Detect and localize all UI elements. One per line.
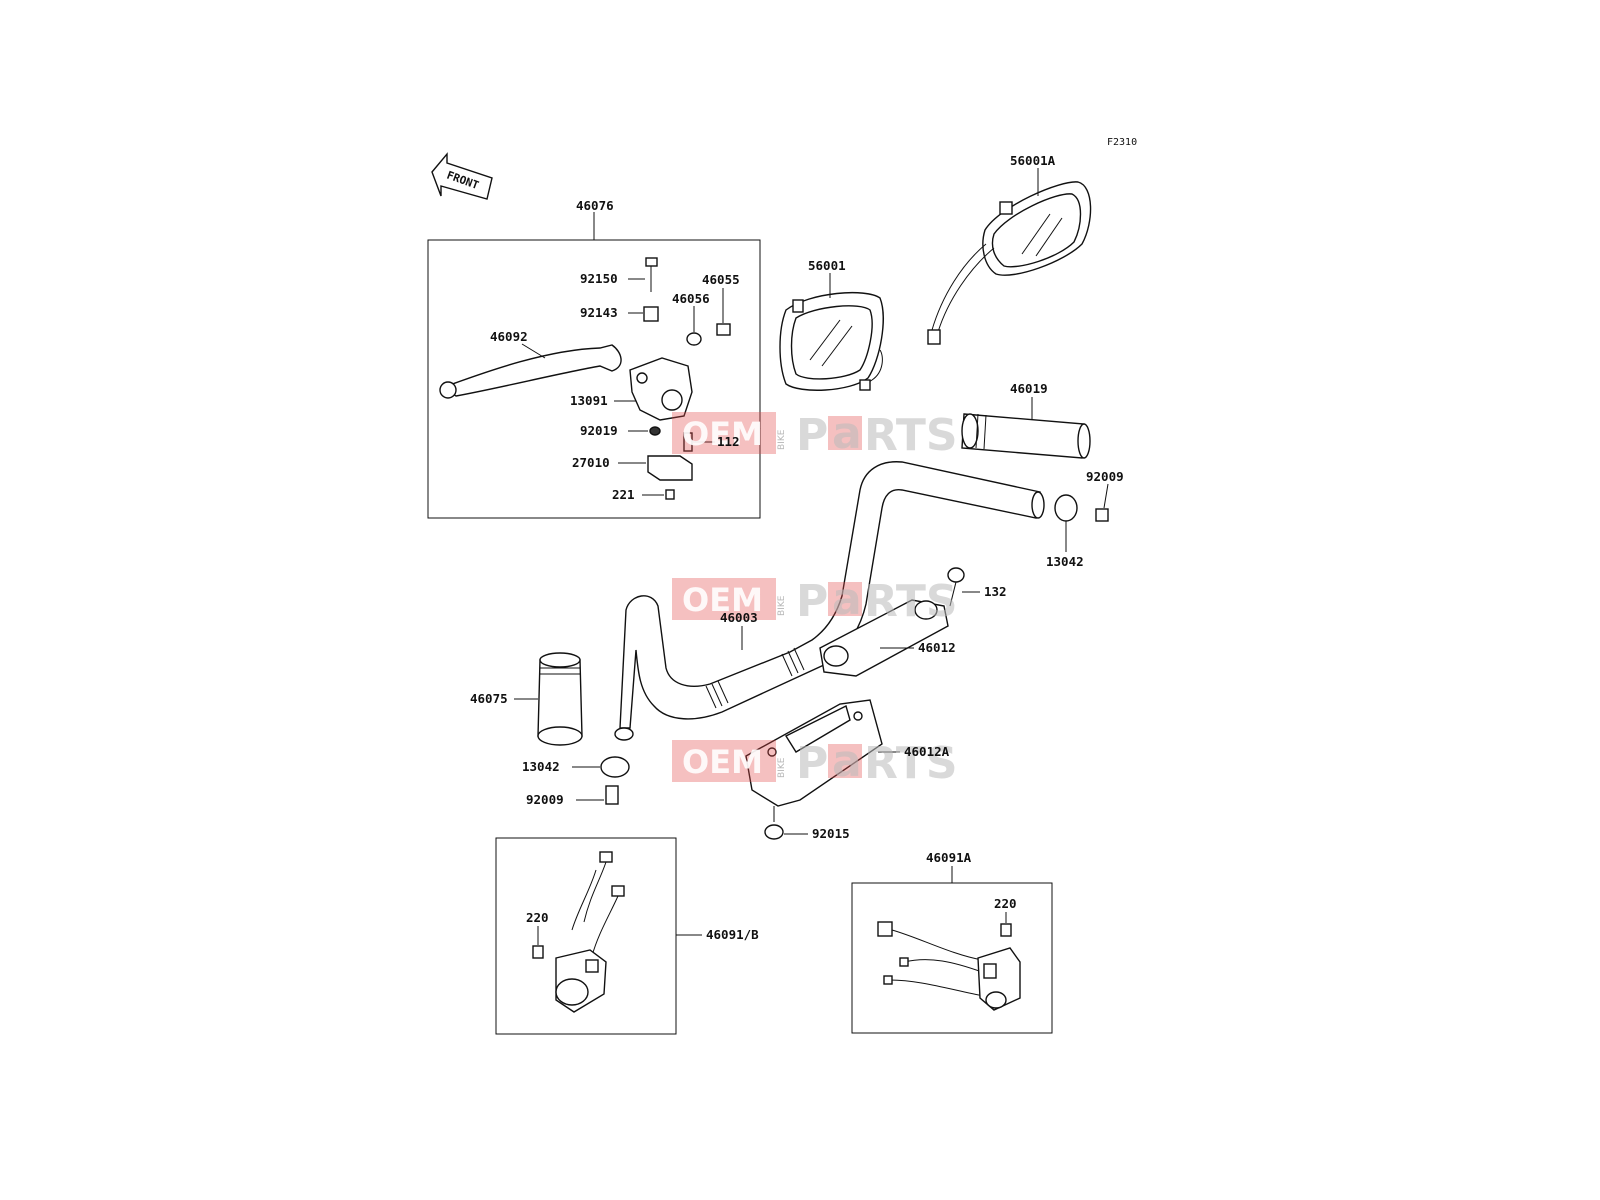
screw-220-right <box>1000 923 1012 937</box>
label-46091A: 46091A <box>926 850 972 865</box>
label-132: 132 <box>984 584 1007 599</box>
weight-13042-left <box>600 756 630 778</box>
screw-220-left <box>532 945 544 959</box>
watermark-middle: OEM BIKE P a RTS <box>672 574 958 627</box>
label-221: 221 <box>612 487 635 502</box>
switch-housing-46091B <box>555 851 625 1013</box>
watermark-bottom: OEM BIKE P a RTS <box>672 736 958 789</box>
svg-text:BIKE: BIKE <box>777 595 787 616</box>
label-92015: 92015 <box>812 826 850 841</box>
watermark-top: OEM BIKE P a RTS <box>672 408 958 461</box>
right-switch-box <box>851 882 1053 1034</box>
label-13042-right: 13042 <box>1046 554 1084 569</box>
label-220-left: 220 <box>526 910 549 925</box>
svg-text:a: a <box>832 574 862 625</box>
label-56001A: 56001A <box>1010 153 1056 168</box>
label-92009-left: 92009 <box>526 792 564 807</box>
svg-text:RTS: RTS <box>864 738 958 789</box>
label-92019: 92019 <box>580 423 618 438</box>
label-46003: 46003 <box>720 610 758 625</box>
screw-46055 <box>716 323 731 336</box>
label-46056: 46056 <box>672 291 710 306</box>
collar-92143 <box>643 306 659 322</box>
label-13042-left: 13042 <box>522 759 560 774</box>
label-92143: 92143 <box>580 305 618 320</box>
grip-46019 <box>961 413 1091 459</box>
label-112: 112 <box>717 434 740 449</box>
svg-text:P: P <box>796 410 828 461</box>
front-arrow-icon: FRONT <box>431 152 493 200</box>
label-27010: 27010 <box>572 455 610 470</box>
svg-text:RTS: RTS <box>864 410 958 461</box>
label-92150: 92150 <box>580 271 618 286</box>
nut-92019 <box>649 426 661 436</box>
mirror-56001A <box>927 181 1092 345</box>
left-switch-box <box>495 837 677 1035</box>
label-46055: 46055 <box>702 272 740 287</box>
label-220-right: 220 <box>994 896 1017 911</box>
mirror-56001 <box>779 291 884 391</box>
label-46019: 46019 <box>1010 381 1048 396</box>
grip-46075 <box>537 652 583 746</box>
switch-housing-46091A <box>877 921 1021 1011</box>
svg-text:a: a <box>832 736 862 787</box>
screw-92009-left <box>605 785 619 805</box>
clamp-46012 <box>819 599 949 677</box>
handlebar-46003 <box>614 461 1045 741</box>
screw-112 <box>683 432 693 452</box>
label-56001: 56001 <box>808 258 846 273</box>
label-46012A: 46012A <box>904 744 950 759</box>
svg-text:a: a <box>832 408 862 459</box>
brake-lever-46092 <box>442 344 622 397</box>
figure-ref: F2310 <box>1107 137 1137 148</box>
label-46012: 46012 <box>918 640 956 655</box>
bolt-92150 <box>645 257 658 292</box>
screw-92009-right <box>1095 508 1109 522</box>
nut-46056 <box>686 332 702 346</box>
lever-assembly-box <box>427 239 761 519</box>
svg-text:P: P <box>796 738 828 789</box>
label-46075: 46075 <box>470 691 508 706</box>
label-46091B: 46091/B <box>706 927 759 942</box>
nut-92015 <box>764 824 784 840</box>
label-46076: 46076 <box>576 198 614 213</box>
svg-text:P: P <box>796 576 828 627</box>
holder-46012A <box>745 699 883 822</box>
svg-text:OEM: OEM <box>682 743 763 781</box>
weight-13042-right <box>1054 494 1078 522</box>
brake-switch-27010 <box>647 455 693 481</box>
label-46092: 46092 <box>490 329 528 344</box>
lever-holder-13091 <box>629 357 693 421</box>
svg-text:BIKE: BIKE <box>777 757 787 778</box>
screw-221 <box>665 489 675 500</box>
svg-text:BIKE: BIKE <box>777 429 787 450</box>
label-13091: 13091 <box>570 393 608 408</box>
bolt-132 <box>947 567 965 607</box>
svg-text:RTS: RTS <box>864 576 958 627</box>
label-92009-right: 92009 <box>1086 469 1124 484</box>
svg-text:OEM: OEM <box>682 415 763 453</box>
svg-text:OEM: OEM <box>682 581 763 619</box>
